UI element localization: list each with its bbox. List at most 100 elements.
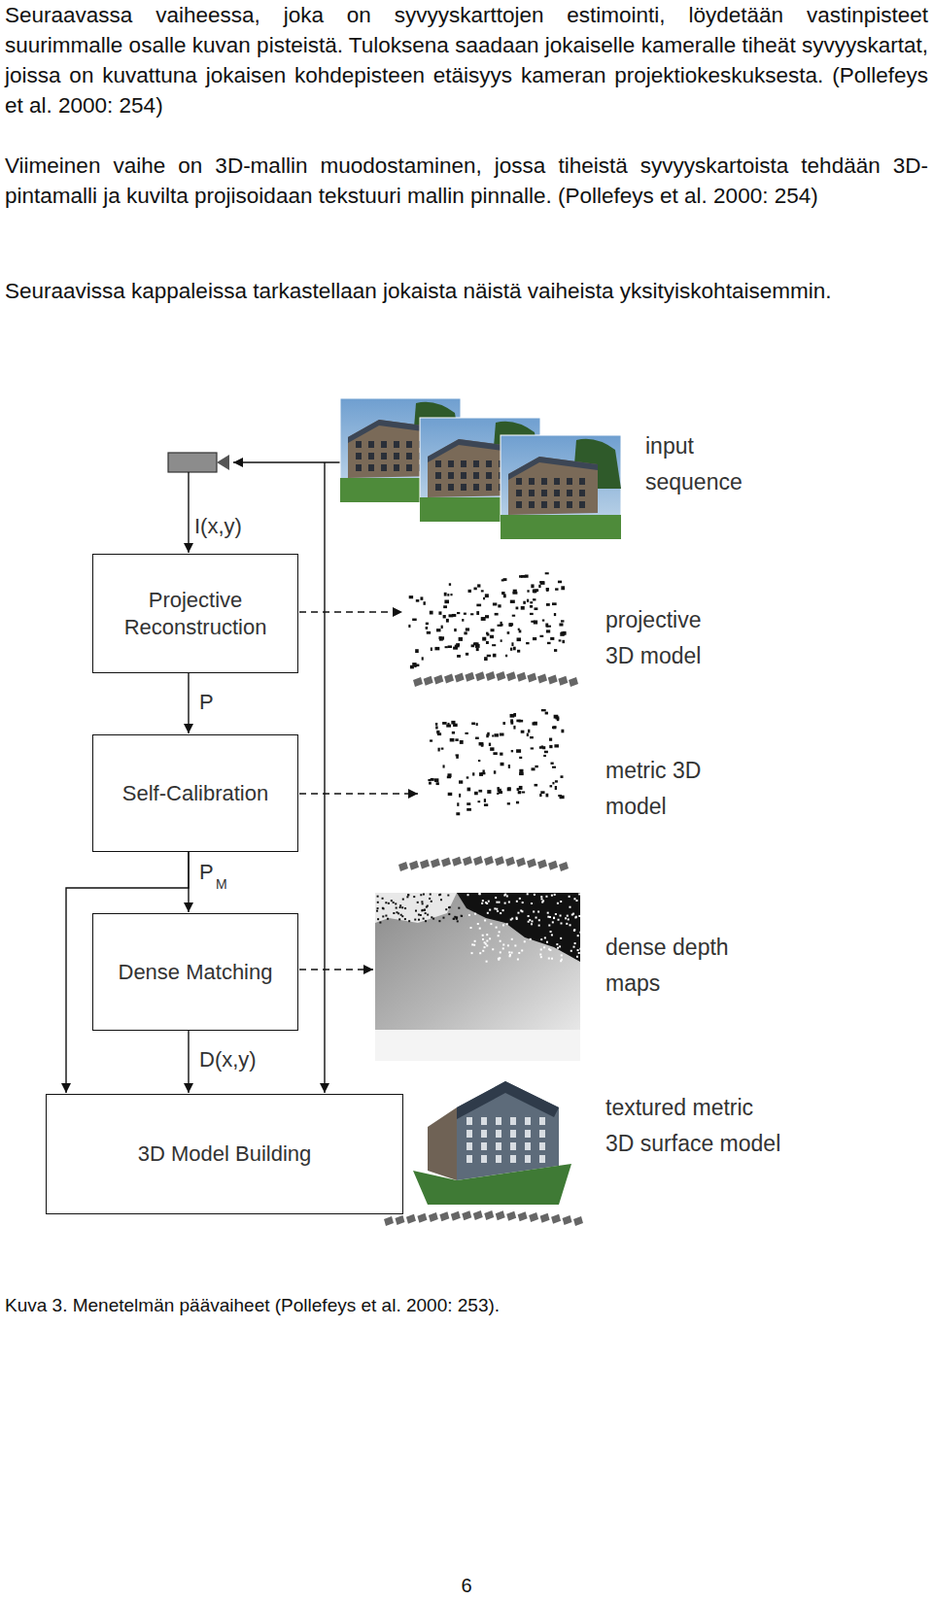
speckle [384, 915, 387, 918]
point [511, 750, 514, 753]
point [488, 743, 491, 747]
window [524, 1117, 531, 1126]
speckle [527, 915, 530, 918]
point [493, 770, 496, 774]
window [539, 1117, 546, 1126]
point [513, 647, 517, 652]
point [429, 739, 433, 742]
speckle [564, 917, 567, 920]
point [466, 802, 471, 806]
window [524, 1155, 531, 1164]
camera-glyph [383, 1216, 394, 1227]
point [485, 632, 489, 636]
point [482, 637, 486, 642]
point [545, 572, 550, 575]
speckle [495, 908, 498, 911]
speckle [552, 917, 555, 920]
speckle [540, 938, 543, 941]
point [439, 638, 444, 641]
camera-glyph [517, 672, 527, 683]
drawing-part [541, 489, 548, 497]
point [441, 625, 444, 629]
point [464, 732, 468, 735]
drawing-part [485, 460, 492, 468]
camera-glyph [494, 856, 505, 866]
point [476, 723, 479, 726]
point [473, 587, 477, 591]
point [444, 592, 448, 597]
point [539, 635, 544, 638]
speckle [494, 897, 497, 899]
drawing-part [473, 460, 480, 468]
speckle [485, 933, 488, 936]
speckle [567, 918, 570, 921]
speckle [573, 946, 576, 949]
camera-glyph [540, 1213, 551, 1224]
process-box: 3D Model Building [45, 1094, 404, 1215]
point [520, 606, 525, 611]
speckle [407, 894, 410, 897]
model-windows [466, 1117, 546, 1164]
speckle [381, 915, 384, 918]
speckle [504, 894, 507, 897]
drawing-part [500, 515, 622, 540]
point [541, 745, 545, 748]
drawing-part [406, 464, 413, 472]
speckle [547, 912, 550, 915]
point [507, 631, 511, 635]
point [449, 583, 451, 587]
point [516, 607, 519, 611]
point [448, 793, 453, 796]
speckle [517, 912, 519, 915]
drawing-part [508, 456, 598, 516]
signal-label: D(x,y) [197, 1047, 259, 1073]
point [520, 730, 525, 734]
point [556, 718, 559, 722]
drawing-part [375, 1030, 581, 1062]
speckle [551, 933, 553, 936]
speckle [423, 909, 426, 912]
point [512, 615, 516, 618]
window [466, 1130, 473, 1139]
point [532, 637, 537, 641]
drawing-part [473, 472, 480, 480]
speckle [430, 916, 433, 919]
subscript: M [215, 876, 236, 893]
point [481, 617, 486, 622]
camera-glyph [454, 673, 465, 684]
drawing-part [460, 483, 467, 491]
camera-glyph [483, 856, 494, 866]
speckle [395, 911, 398, 914]
speckle [539, 954, 542, 957]
speckle [579, 948, 582, 951]
speckle [482, 938, 484, 941]
speckle [416, 901, 419, 904]
speckle [559, 900, 562, 903]
point [516, 720, 520, 724]
point [549, 745, 553, 749]
point [489, 747, 494, 752]
speckle [438, 894, 441, 897]
point [529, 601, 533, 604]
point [539, 746, 544, 750]
speckle [452, 918, 455, 921]
point [509, 622, 514, 627]
speckle [548, 925, 551, 928]
camera-glyph [416, 1213, 427, 1224]
speckle [456, 920, 459, 923]
point [408, 624, 411, 628]
speckle [401, 906, 404, 909]
point [409, 595, 414, 599]
speckle [497, 901, 500, 904]
drawing-part [380, 452, 387, 460]
point [447, 593, 450, 597]
camera-glyph [537, 860, 548, 870]
point [507, 802, 511, 805]
speckle [478, 893, 481, 896]
image-arrow [187, 472, 189, 553]
speckle [471, 943, 474, 946]
drawing-part [368, 464, 375, 472]
speckle [574, 916, 577, 919]
point [426, 631, 431, 635]
speckle [377, 896, 380, 899]
